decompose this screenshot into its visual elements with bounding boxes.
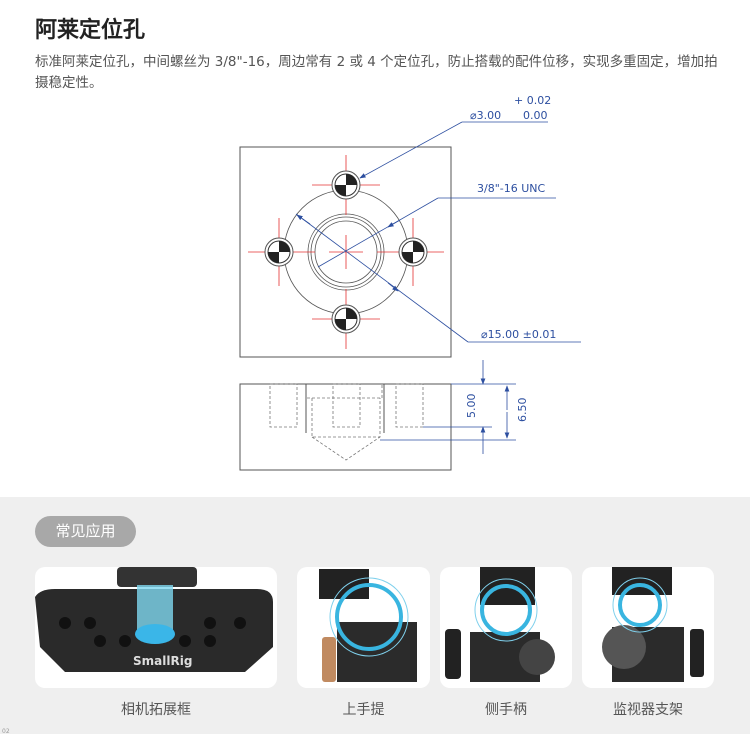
description: 标准阿莱定位孔，中间螺丝为 3/8"-16，周边常有 2 或 4 个定位孔，防止… bbox=[35, 54, 718, 91]
caption-cage: 相机拓展框 bbox=[121, 702, 191, 718]
top-view-outline bbox=[239, 146, 452, 358]
pin-hole-diameter: ⌀3.00 bbox=[470, 109, 501, 122]
page-title: 阿莱定位孔 bbox=[35, 18, 146, 43]
arri-locating-hole-drawing: + 0.02 ⌀3.00 0.00 3/8"-16 UNC ⌀15.00 ±0.… bbox=[239, 94, 581, 471]
caption-side-handle: 侧手柄 bbox=[485, 702, 527, 718]
pin-tolerance-upper: + 0.02 bbox=[514, 94, 551, 107]
smallrig-logo: SmallRig bbox=[133, 654, 192, 668]
caption-top-handle: 上手提 bbox=[342, 702, 385, 718]
monitor-mount-image bbox=[602, 567, 704, 682]
application-card-cage[interactable]: SmallRig bbox=[35, 567, 277, 688]
locating-pin-holes bbox=[264, 170, 428, 334]
application-card-side-handle[interactable] bbox=[440, 567, 572, 688]
application-card-monitor-mount[interactable] bbox=[582, 567, 714, 688]
pin-depth: 5.00 bbox=[465, 394, 478, 419]
cage-image: SmallRig bbox=[35, 567, 273, 672]
thread-spec: 3/8"-16 UNC bbox=[477, 182, 546, 195]
pattern-diameter: ⌀15.00 ±0.01 bbox=[481, 328, 556, 341]
pin-tolerance-lower: 0.00 bbox=[523, 109, 548, 122]
side-handle-image bbox=[445, 567, 555, 682]
top-handle-image bbox=[319, 569, 417, 682]
thread-depth: 6.50 bbox=[516, 398, 529, 423]
caption-monitor-mount: 监视器支架 bbox=[613, 702, 683, 718]
applications-section: 常见应用 SmallRig bbox=[0, 497, 750, 734]
application-card-top-handle[interactable] bbox=[297, 567, 430, 688]
applications-heading: 常见应用 bbox=[35, 516, 136, 547]
page-number: 02 bbox=[2, 728, 10, 734]
